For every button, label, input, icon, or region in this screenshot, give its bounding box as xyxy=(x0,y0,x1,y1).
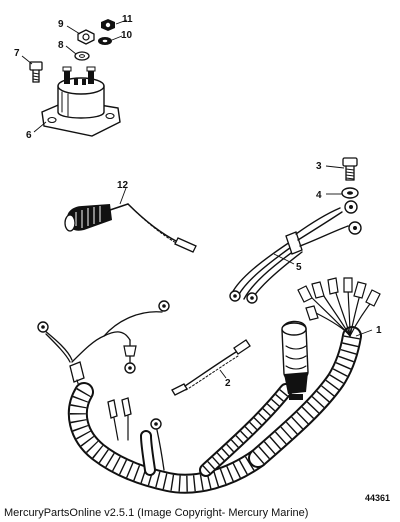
callout-6: 6 xyxy=(26,130,32,141)
callout-5: 5 xyxy=(296,262,302,273)
solenoid-part-6 xyxy=(41,66,121,137)
figure-number: 44361 xyxy=(365,493,390,503)
cable-part-5 xyxy=(229,200,362,304)
nut-part-9 xyxy=(77,29,95,45)
callout-3: 3 xyxy=(316,161,322,172)
callout-9: 9 xyxy=(58,19,64,30)
callout-7: 7 xyxy=(14,48,20,59)
callout-12: 12 xyxy=(117,180,129,191)
callout-4: 4 xyxy=(316,190,322,201)
image-caption: MercuryPartsOnline v2.5.1 (Image Copyrig… xyxy=(4,507,309,519)
callout-1: 1 xyxy=(376,325,382,336)
callout-8: 8 xyxy=(58,40,64,51)
connector-lead-part-12 xyxy=(64,203,197,253)
screw-part-3 xyxy=(342,157,358,181)
callout-2: 2 xyxy=(225,378,231,389)
leader-lines xyxy=(21,19,373,379)
washer-part-10 xyxy=(98,37,112,45)
main-harness-part-1 xyxy=(37,277,381,494)
washer-part-4 xyxy=(341,187,359,199)
jumper-wire-part-2 xyxy=(171,339,251,396)
callout-11: 11 xyxy=(122,14,133,25)
nut-part-11 xyxy=(101,19,115,31)
callout-10: 10 xyxy=(121,30,133,41)
washer-part-8 xyxy=(74,51,90,61)
bolt-part-7 xyxy=(29,61,43,83)
